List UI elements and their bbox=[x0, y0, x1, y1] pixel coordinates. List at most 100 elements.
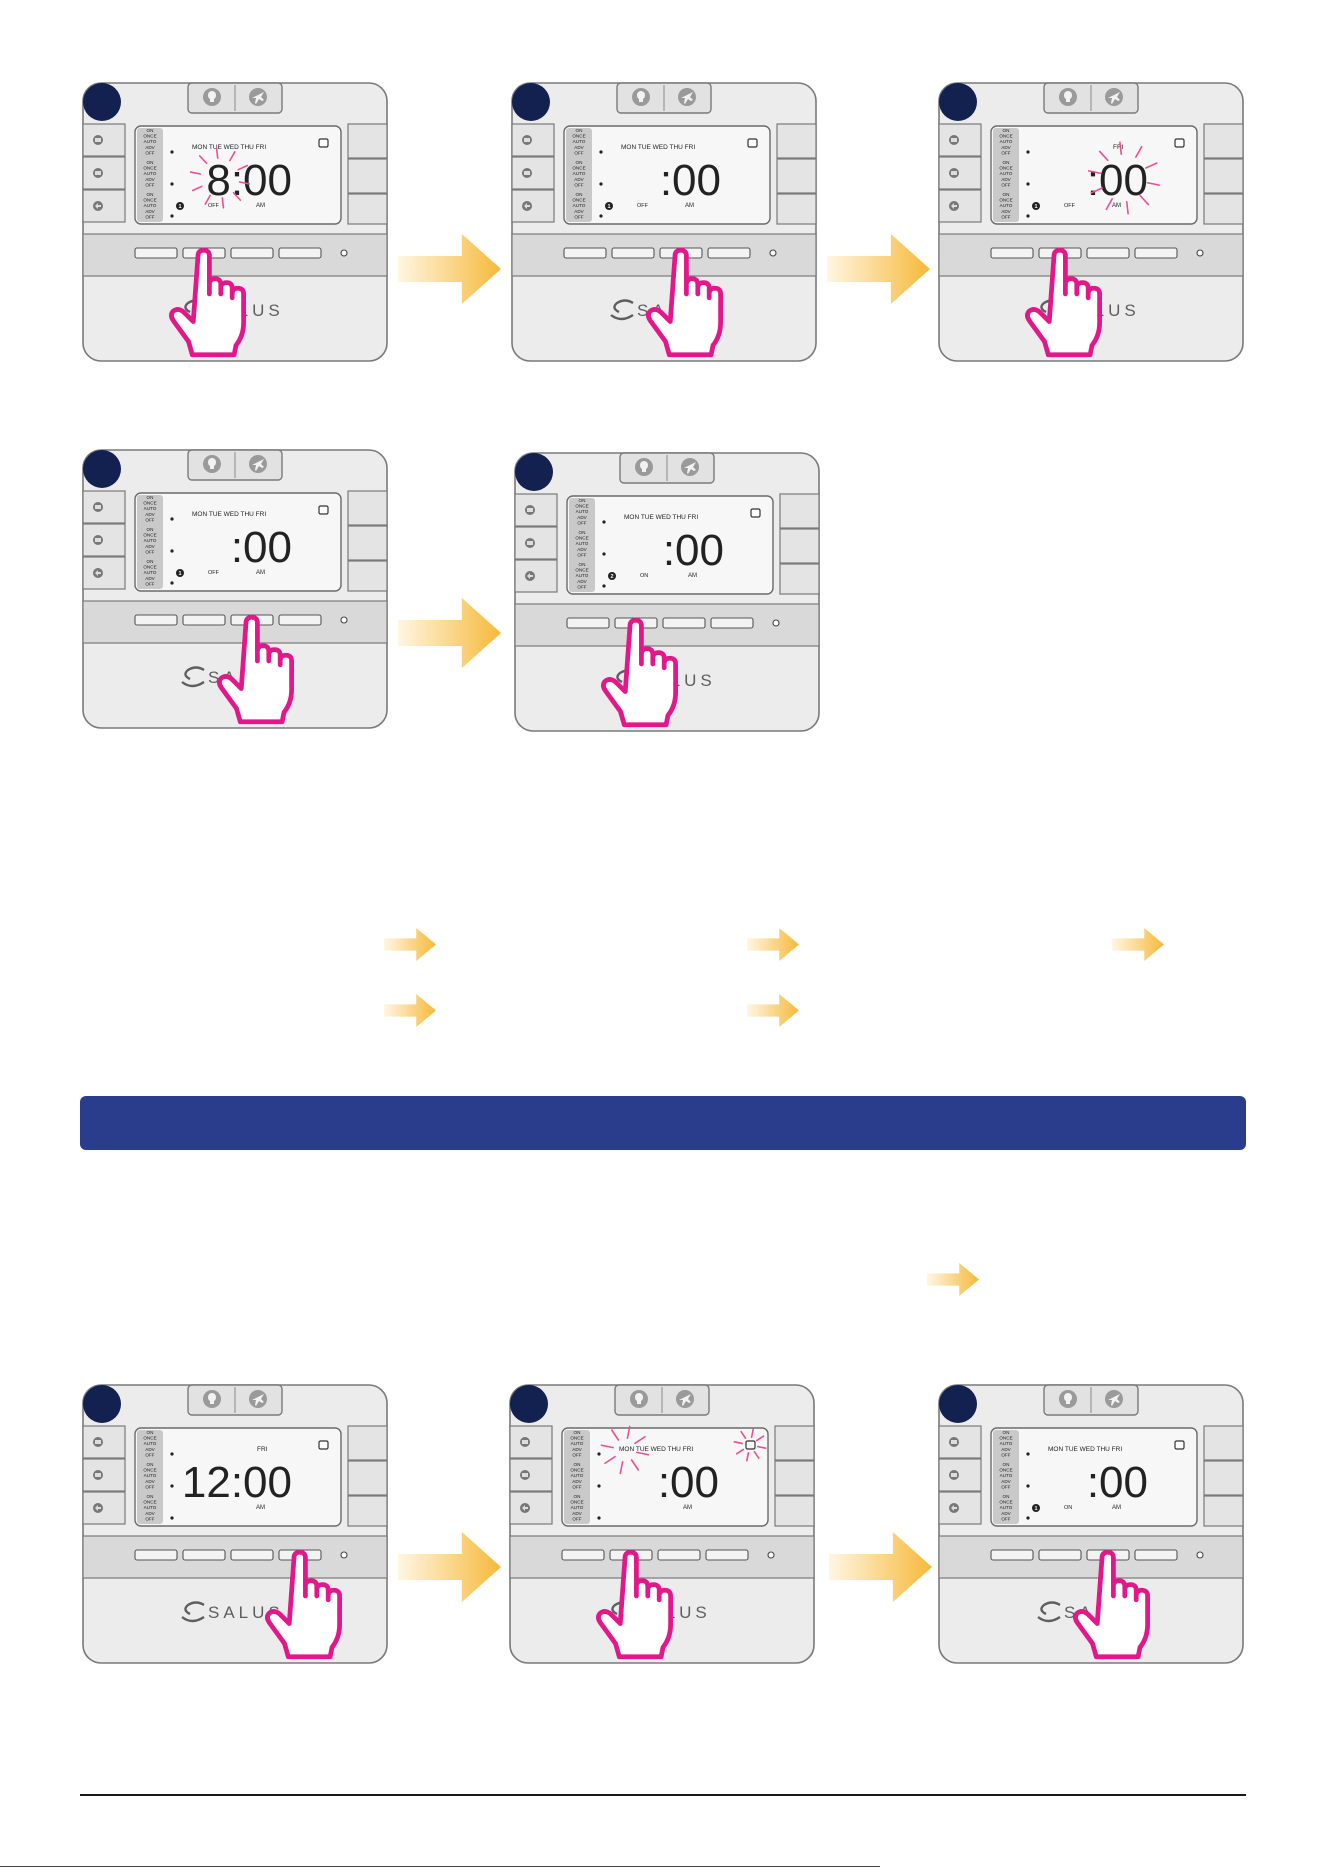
left-button-1[interactable] bbox=[938, 1425, 982, 1459]
left-button-2[interactable] bbox=[82, 523, 126, 557]
plane-icon[interactable] bbox=[681, 458, 699, 476]
right-button-2[interactable] bbox=[774, 1460, 815, 1496]
bulb-icon[interactable] bbox=[635, 458, 653, 476]
reset-button[interactable] bbox=[1196, 249, 1204, 257]
left-button-3[interactable] bbox=[514, 559, 558, 593]
flow-arrow-right-icon bbox=[398, 598, 501, 668]
left-button-1[interactable] bbox=[82, 123, 126, 157]
button-4[interactable] bbox=[707, 247, 751, 259]
flash-ray bbox=[1145, 162, 1158, 169]
bulb-icon[interactable] bbox=[632, 88, 650, 106]
button-3[interactable] bbox=[230, 1549, 274, 1561]
right-button-1[interactable] bbox=[1203, 123, 1244, 159]
mode-labels: ONONCEAUTOADVOFFONONCEAUTOADVOFFONONCEAU… bbox=[999, 128, 1012, 219]
left-button-2[interactable] bbox=[938, 1458, 982, 1492]
left-button-2[interactable] bbox=[509, 1458, 553, 1492]
plane-icon[interactable] bbox=[676, 1390, 694, 1408]
right-button-3[interactable] bbox=[347, 193, 388, 225]
right-button-2[interactable] bbox=[1203, 158, 1244, 194]
left-button-2[interactable] bbox=[511, 156, 555, 190]
reset-button[interactable] bbox=[767, 1551, 775, 1559]
button-2[interactable] bbox=[182, 614, 226, 626]
button-3[interactable] bbox=[1086, 247, 1130, 259]
button-1[interactable] bbox=[990, 247, 1034, 259]
right-button-3[interactable] bbox=[779, 563, 820, 595]
plane-icon[interactable] bbox=[1105, 88, 1123, 106]
left-button-2[interactable] bbox=[938, 156, 982, 190]
button-4[interactable] bbox=[1134, 1549, 1178, 1561]
right-button-1[interactable] bbox=[347, 490, 388, 526]
right-button-3[interactable] bbox=[774, 1495, 815, 1527]
left-button-1[interactable] bbox=[514, 493, 558, 527]
button-1[interactable] bbox=[563, 247, 607, 259]
right-button-2[interactable] bbox=[776, 158, 817, 194]
left-button-3[interactable] bbox=[938, 189, 982, 223]
right-button-2[interactable] bbox=[347, 158, 388, 194]
bulb-icon[interactable] bbox=[630, 1390, 648, 1408]
left-button-2[interactable] bbox=[82, 156, 126, 190]
left-button-3[interactable] bbox=[938, 1491, 982, 1525]
left-button-1[interactable] bbox=[938, 123, 982, 157]
left-button-3[interactable] bbox=[82, 1491, 126, 1525]
right-button-3[interactable] bbox=[1203, 1495, 1244, 1527]
button-4[interactable] bbox=[710, 617, 754, 629]
button-4[interactable] bbox=[1134, 247, 1178, 259]
reset-button[interactable] bbox=[1196, 1551, 1204, 1559]
button-3[interactable] bbox=[662, 617, 706, 629]
button-2[interactable] bbox=[611, 247, 655, 259]
right-button-1[interactable] bbox=[1203, 1425, 1244, 1461]
plane-icon[interactable] bbox=[249, 88, 267, 106]
reset-button[interactable] bbox=[340, 616, 348, 624]
button-4[interactable] bbox=[278, 247, 322, 259]
right-button-2[interactable] bbox=[779, 528, 820, 564]
right-button-1[interactable] bbox=[776, 123, 817, 159]
left-button-2[interactable] bbox=[82, 1458, 126, 1492]
plane-icon[interactable] bbox=[1105, 1390, 1123, 1408]
right-button-3[interactable] bbox=[776, 193, 817, 225]
right-button-1[interactable] bbox=[774, 1425, 815, 1461]
button-2[interactable] bbox=[1038, 1549, 1082, 1561]
left-button-1[interactable] bbox=[511, 123, 555, 157]
right-button-2[interactable] bbox=[1203, 1460, 1244, 1496]
bulb-icon[interactable] bbox=[203, 1390, 221, 1408]
reset-button[interactable] bbox=[340, 249, 348, 257]
right-button-3[interactable] bbox=[347, 560, 388, 592]
left-button-3[interactable] bbox=[82, 556, 126, 590]
left-button-1[interactable] bbox=[82, 1425, 126, 1459]
right-button-3[interactable] bbox=[347, 1495, 388, 1527]
left-button-1[interactable] bbox=[82, 490, 126, 524]
button-4[interactable] bbox=[278, 614, 322, 626]
bulb-icon[interactable] bbox=[203, 455, 221, 473]
left-button-3[interactable] bbox=[509, 1491, 553, 1525]
reset-button[interactable] bbox=[769, 249, 777, 257]
left-button-1[interactable] bbox=[509, 1425, 553, 1459]
button-3[interactable] bbox=[230, 247, 274, 259]
right-button-3[interactable] bbox=[1203, 193, 1244, 225]
mode-label: ONCE bbox=[570, 1500, 583, 1505]
plane-icon[interactable] bbox=[678, 88, 696, 106]
left-button-2[interactable] bbox=[514, 526, 558, 560]
reset-button[interactable] bbox=[772, 619, 780, 627]
right-button-1[interactable] bbox=[347, 123, 388, 159]
button-1[interactable] bbox=[566, 617, 610, 629]
plane-icon[interactable] bbox=[249, 1390, 267, 1408]
right-button-2[interactable] bbox=[347, 525, 388, 561]
left-button-3[interactable] bbox=[82, 189, 126, 223]
right-button-1[interactable] bbox=[347, 1425, 388, 1461]
button-2[interactable] bbox=[182, 1549, 226, 1561]
right-button-2[interactable] bbox=[347, 1460, 388, 1496]
button-1[interactable] bbox=[990, 1549, 1034, 1561]
bulb-icon[interactable] bbox=[203, 88, 221, 106]
plane-icon[interactable] bbox=[249, 455, 267, 473]
button-1[interactable] bbox=[561, 1549, 605, 1561]
button-1[interactable] bbox=[134, 247, 178, 259]
button-3[interactable] bbox=[657, 1549, 701, 1561]
bulb-icon[interactable] bbox=[1059, 1390, 1077, 1408]
button-1[interactable] bbox=[134, 1549, 178, 1561]
button-1[interactable] bbox=[134, 614, 178, 626]
right-button-1[interactable] bbox=[779, 493, 820, 529]
bulb-icon[interactable] bbox=[1059, 88, 1077, 106]
button-4[interactable] bbox=[705, 1549, 749, 1561]
reset-button[interactable] bbox=[340, 1551, 348, 1559]
left-button-3[interactable] bbox=[511, 189, 555, 223]
